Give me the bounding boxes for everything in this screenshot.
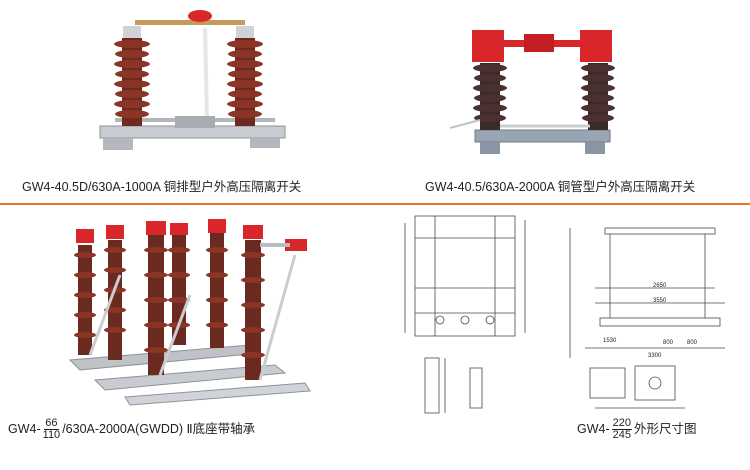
- switch-illustration-1: [99, 10, 286, 150]
- photo-gw4-40-5d-copper-bar-switch: [95, 8, 295, 168]
- caption-bottom-left-suffix: /630A-2000A(GWDD) Ⅱ底座带轴承: [62, 422, 256, 436]
- technical-line-drawing: [404, 215, 725, 414]
- switch-illustration-3: [68, 219, 311, 406]
- dim-800b: 800: [687, 340, 698, 346]
- dim-3300: 3300: [648, 353, 662, 359]
- fraction-denominator-right: 245: [612, 429, 631, 442]
- photo-gw4-66-110-three-phase-switch: [60, 215, 320, 410]
- photo-gw4-40-5-copper-tube-switch: [440, 8, 630, 168]
- caption-bottom-right-prefix: GW4-: [577, 422, 610, 436]
- caption-bottom-left-prefix: GW4-: [8, 422, 41, 436]
- caption-top-left: GW4-40.5D/630A-1000A 铜排型户外高压隔离开关: [22, 180, 302, 194]
- switch-illustration-2: [449, 30, 615, 154]
- dim-1530: 1530: [603, 338, 617, 344]
- caption-top-right: GW4-40.5/630A-2000A 铜管型户外高压隔离开关: [425, 180, 696, 194]
- section-divider: [0, 203, 750, 205]
- caption-bottom-right-suffix: 外形尺寸图: [634, 422, 697, 436]
- dimension-drawing: 2650 3550 3300 800 800 1530: [395, 208, 740, 426]
- fraction-denominator: 110: [42, 429, 61, 442]
- dim-3550: 3550: [653, 298, 667, 304]
- dim-2650: 2650: [653, 283, 667, 289]
- dim-800a: 800: [663, 340, 674, 346]
- fraction-numerator-right: 220: [611, 417, 632, 431]
- fraction-numerator: 66: [44, 417, 59, 431]
